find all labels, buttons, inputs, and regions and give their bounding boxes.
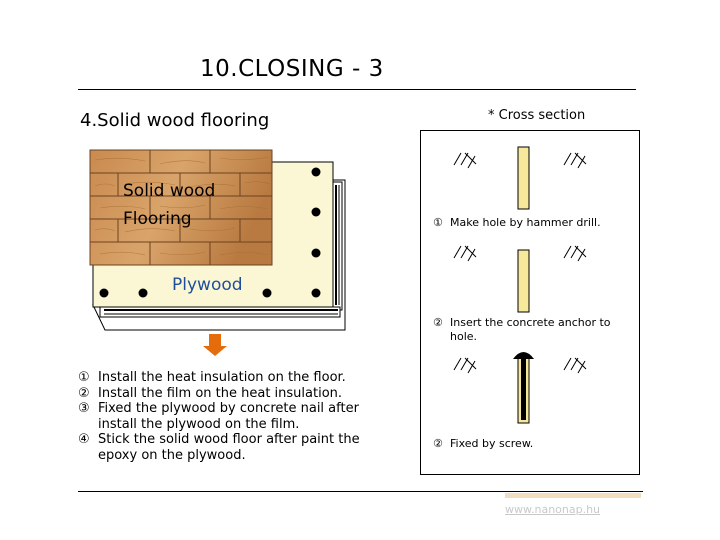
instruction-number: ④: [78, 432, 90, 447]
instruction-number: ②: [78, 385, 90, 401]
instruction-number: ③: [78, 401, 90, 416]
section-heading: 4.Solid wood flooring: [80, 110, 270, 131]
wood-label-line1: Solid wood: [123, 181, 215, 201]
film-layer: [99, 181, 343, 318]
instruction-text: Install the film on the heat insulation.: [98, 385, 343, 401]
step-3-number: ②: [433, 437, 443, 450]
step-2-number: ②: [433, 316, 443, 329]
slide-title: 10.CLOSING - 3: [200, 56, 384, 82]
step-3-text: Fixed by screw.: [450, 437, 534, 450]
wood-label-line2: Flooring: [123, 209, 192, 229]
drill-hole-2: [517, 249, 530, 313]
title-divider: [78, 89, 636, 90]
ground-hatch-marks: [453, 152, 587, 374]
step-2-text: Insert the concrete anchor to hole.: [450, 316, 611, 343]
step-3: ② Fixed by screw.: [433, 437, 633, 451]
step-1-text: Make hole by hammer drill.: [450, 216, 601, 229]
cross-section-svg: [453, 146, 587, 424]
instructions-list: ① Install the heat insulation on the flo…: [78, 370, 378, 463]
instruction-item: ③ Fixed the plywood by concrete nail aft…: [78, 401, 378, 432]
down-arrow-icon: [203, 334, 227, 356]
website-link[interactable]: www.nanonap.hu: [505, 503, 601, 516]
cross-section-title: * Cross section: [488, 108, 586, 123]
instruction-text: Install the heat insulation on the floor…: [98, 370, 346, 385]
footer-divider: [78, 491, 643, 492]
instruction-text: Fixed the plywood by concrete nail after…: [98, 401, 359, 432]
instruction-number: ①: [78, 370, 90, 385]
footer-accent-bar: [505, 493, 641, 498]
anchor-with-screw: [513, 352, 534, 424]
step-2: ② Insert the concrete anchor to hole.: [433, 316, 633, 344]
concrete-nails: [99, 167, 321, 298]
cross-section-panel: ① Make hole by hammer drill. ② Insert th…: [420, 130, 640, 475]
step-1-number: ①: [433, 216, 443, 229]
instruction-item: ② Install the film on the heat insulatio…: [78, 386, 378, 402]
step-1: ① Make hole by hammer drill.: [433, 216, 633, 230]
drill-hole-1: [517, 146, 530, 210]
instruction-text: Stick the solid wood floor after paint t…: [98, 432, 360, 463]
plywood-label: Plywood: [172, 275, 243, 295]
wood-grain: [94, 156, 271, 256]
instruction-item: ④ Stick the solid wood floor after paint…: [78, 432, 378, 463]
instruction-item: ① Install the heat insulation on the flo…: [78, 370, 378, 386]
